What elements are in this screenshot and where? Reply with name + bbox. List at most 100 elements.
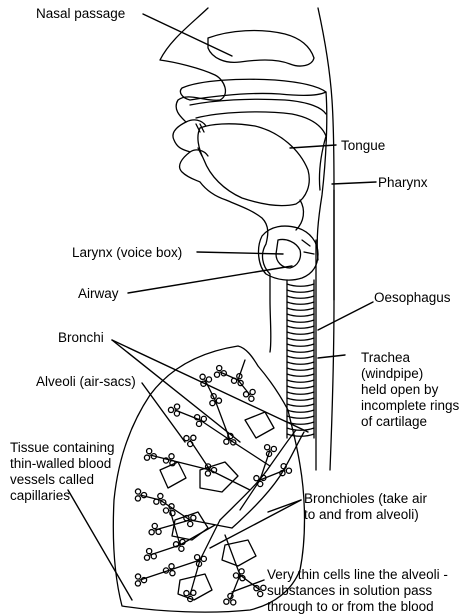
alveolus [201, 416, 206, 421]
alveolus [168, 407, 173, 412]
trachea-ring [287, 296, 314, 298]
alveolus [195, 555, 200, 560]
alveolus [147, 448, 152, 453]
trachea-ring [287, 362, 314, 364]
alveolus [286, 468, 291, 473]
epiglottis [296, 200, 303, 230]
trachea-ring [287, 398, 314, 400]
trachea-ring [287, 308, 314, 310]
label-trachea-line: held open by [361, 382, 459, 398]
alveolus [191, 590, 196, 595]
trachea-ring [287, 374, 314, 376]
label-tissue-line: vessels called [10, 472, 115, 488]
alveolus [152, 523, 157, 528]
trachea-ring [287, 326, 314, 328]
label-tongue: Tongue [341, 138, 385, 154]
alveolus [217, 365, 222, 370]
trachea-ring [287, 320, 314, 322]
label-trachea-line: of cartilage [361, 414, 459, 430]
alveolus [231, 600, 236, 605]
bronchiole-branch [240, 480, 260, 510]
leader-trachea [318, 355, 345, 358]
trachea-ring [287, 302, 314, 304]
alveolus [174, 404, 179, 409]
alveolus [206, 377, 211, 382]
alveolus [184, 591, 189, 596]
label-bronchioles-line: to and from alveoli) [304, 507, 427, 523]
alveolus [265, 445, 270, 450]
alveolus [169, 564, 174, 569]
alveolus [156, 529, 161, 534]
alveolus [188, 521, 193, 526]
label-thin-cells-line: substances in solution pass [267, 583, 448, 599]
bronchiole-branch [140, 570, 170, 580]
alveolus [147, 548, 152, 553]
trachea-ring [287, 284, 314, 286]
trachea-ring [287, 350, 314, 352]
label-airway: Airway [78, 286, 119, 302]
alveolus [271, 446, 276, 451]
alveolus [200, 374, 205, 379]
leader-larynx [197, 252, 283, 254]
alveolus [170, 571, 175, 576]
alveolus [135, 496, 140, 501]
alveolus [233, 573, 238, 578]
label-thin-cells-line: Very thin cells line the alveoli - [267, 567, 448, 583]
trachea-ring [287, 416, 314, 418]
alveolus [210, 400, 215, 405]
bronchiole-branch [200, 520, 220, 560]
label-pharynx: Pharynx [378, 175, 428, 191]
leader-bronchioles-2 [210, 500, 301, 548]
tissue-cell [222, 540, 256, 566]
alveolus [191, 435, 196, 440]
label-trachea-line: Trachea [361, 350, 459, 366]
oesophagus-back [330, 190, 334, 470]
alveolus [179, 546, 184, 551]
label-alveoli: Alveoli (air-sacs) [36, 374, 136, 390]
alveolus [151, 554, 156, 559]
label-bronchi: Bronchi [58, 330, 104, 346]
label-trachea: Trachea (windpipe) held open by incomple… [361, 350, 459, 430]
alveolus [163, 508, 168, 513]
trachea-ring [287, 368, 314, 370]
leader-alveoli [142, 383, 185, 442]
bronchiole-branch [170, 560, 200, 570]
pharynx-wall [317, 92, 327, 260]
bronchiole-branch [210, 470, 250, 490]
trachea-ring [287, 344, 314, 346]
trachea-ring [287, 404, 314, 406]
tissue-cell [245, 412, 274, 438]
alveolus [249, 396, 254, 401]
alveolus [144, 455, 149, 460]
label-trachea-line: incomplete rings [361, 398, 459, 414]
alveolus [169, 454, 174, 459]
trachea-ring [287, 410, 314, 412]
trachea-ring [287, 338, 314, 340]
label-trachea-line: (windpipe) [361, 366, 459, 382]
alveolus [158, 493, 163, 498]
alveolus [135, 489, 140, 494]
alveolus [254, 476, 259, 481]
trachea-ring [287, 386, 314, 388]
bronchiole-branch [215, 400, 230, 440]
vocal-detail [302, 240, 314, 254]
head-outline [160, 8, 271, 352]
trachea-ring [287, 314, 314, 316]
label-tissue: Tissue containing thin-walled blood vess… [10, 440, 115, 504]
nasal-turbinate-1 [180, 79, 326, 100]
label-bronchioles: Bronchioles (take air to and from alveol… [304, 491, 427, 523]
bronchiole-branch [155, 520, 190, 530]
alveolus [184, 436, 189, 441]
alveolus [201, 556, 206, 561]
label-tissue-line: capillaries [10, 488, 115, 504]
alveolus [191, 515, 196, 520]
alveolus [261, 585, 266, 590]
label-thin-cells: Very thin cells line the alveoli - subst… [267, 567, 448, 615]
label-tissue-line: Tissue containing [10, 440, 115, 456]
alveolus [214, 372, 219, 377]
alveolus [250, 389, 255, 394]
alveolus [224, 599, 229, 604]
alveolus [135, 574, 140, 579]
